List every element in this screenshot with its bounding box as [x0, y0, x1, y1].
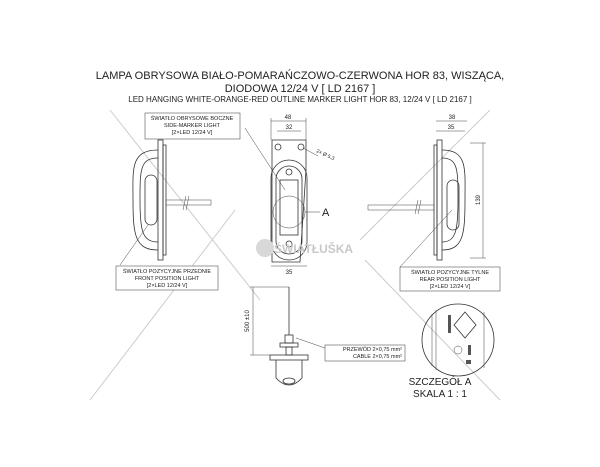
- svg-text:CABLE 2×0,75 mm²: CABLE 2×0,75 mm²: [353, 354, 402, 360]
- svg-text:SIDE-MARKER LIGHT: SIDE-MARKER LIGHT: [164, 123, 221, 129]
- left-side-view: [132, 139, 212, 261]
- svg-text:ŚWIATŁO POZYCYJNE PRZEDNIE: ŚWIATŁO POZYCYJNE PRZEDNIE: [123, 267, 212, 275]
- detail-title: SZCZEGÓŁ A: [409, 375, 472, 388]
- label-side-marker: ŚWIATŁO OBRYSOWE BOCZNE SIDE-MARKER LIGH…: [144, 112, 241, 140]
- svg-text:ŚWIATŁO POZYCYJNE TYLNE: ŚWIATŁO POZYCYJNE TYLNE: [411, 268, 489, 276]
- svg-text:PRZEWÓD 2×0,75 mm²: PRZEWÓD 2×0,75 mm²: [343, 346, 402, 353]
- front-view: [270, 118, 320, 267]
- svg-text:[2×LED 12/24 V]: [2×LED 12/24 V]: [172, 130, 213, 136]
- title-pl-line1: LAMPA OBRYSOWA BIAŁO-POMARAŃCZOWO-CZERWO…: [96, 69, 505, 82]
- label-cable: PRZEWÓD 2×0,75 mm² CABLE 2×0,75 mm²: [324, 344, 406, 362]
- dim-front-bottom: 35: [286, 270, 293, 276]
- cable-view: [250, 286, 326, 386]
- svg-text:[2×LED 12/24 V]: [2×LED 12/24 V]: [147, 283, 188, 289]
- svg-text:FRONT POSITION LIGHT: FRONT POSITION LIGHT: [135, 276, 200, 282]
- right-side-view: [367, 120, 486, 261]
- svg-text:[2×LED 12/24 V]: [2×LED 12/24 V]: [430, 284, 471, 290]
- label-front-position: ŚWIATŁO POZYCYJNE PRZEDNIE FRONT POSITIO…: [115, 265, 219, 291]
- svg-text:REAR POSITION LIGHT: REAR POSITION LIGHT: [420, 277, 481, 283]
- dim-front-inner: 32: [286, 125, 293, 131]
- watermark-logo: [256, 239, 274, 257]
- detail-marker: A: [322, 207, 330, 219]
- title-en: LED HANGING WHITE-ORANGE-RED OUTLINE MAR…: [128, 95, 472, 104]
- dim-side-depth: 38: [449, 115, 456, 121]
- dim-height: 139: [476, 194, 482, 205]
- dim-cable-length: 500 ±10: [245, 310, 251, 332]
- svg-text:ŚWIATŁO OBRYSOWE BOCZNE: ŚWIATŁO OBRYSOWE BOCZNE: [151, 114, 234, 122]
- label-rear-position: ŚWIATŁO POZYCYJNE TYLNE REAR POSITION LI…: [399, 266, 501, 292]
- leader-lines: [119, 127, 453, 268]
- detail-a-view: [421, 303, 495, 377]
- watermark-text: ŚWIATŁUŠKA: [274, 241, 353, 256]
- dim-front-width: 48: [285, 115, 292, 121]
- detail-scale: SKALA 1 : 1: [413, 389, 467, 400]
- dim-holes: 2× Ø 5,3: [315, 148, 335, 162]
- title-pl-line2: DIODOWA 12/24 V [ LD 2167 ]: [225, 83, 376, 95]
- dim-side-inner: 35: [448, 125, 455, 131]
